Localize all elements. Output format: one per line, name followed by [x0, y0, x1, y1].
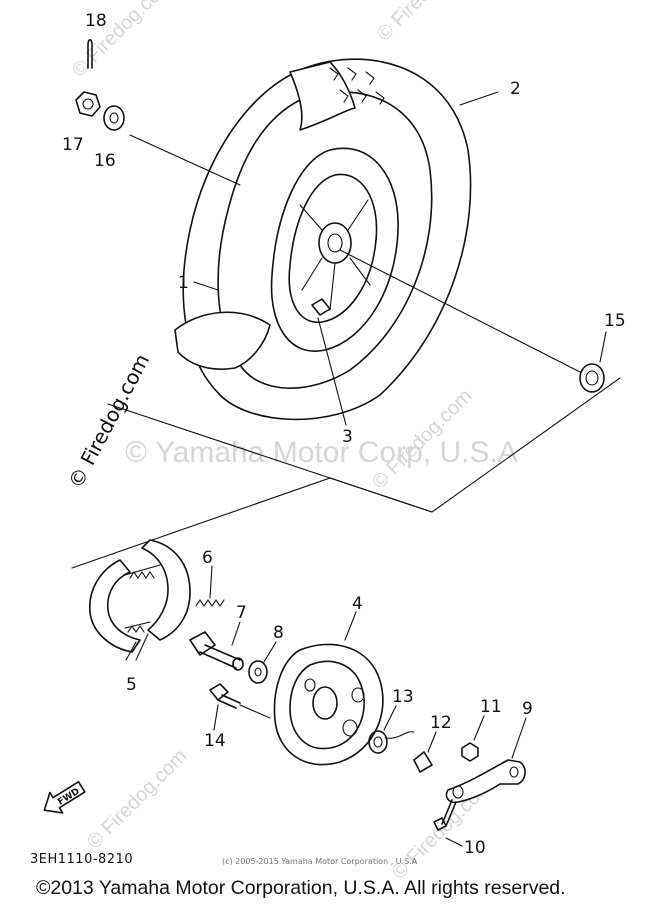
part-14-bolt	[209, 683, 271, 731]
part-6-spring	[195, 565, 225, 607]
part-5-brake-shoes	[89, 539, 191, 661]
axis-line-axle-right	[339, 249, 581, 373]
part-10-bolt	[433, 799, 463, 847]
brake-shoe-spring-upper	[124, 564, 161, 579]
footer-copyright: ©2013 Yamaha Motor Corporation, U.S.A. A…	[36, 877, 566, 899]
tire-cutaway-top	[289, 61, 356, 131]
wheel-rim	[270, 147, 399, 352]
callout-11: 11	[480, 697, 502, 717]
part-15-oil-seal	[579, 363, 605, 393]
assembly-bracket-lower	[71, 477, 433, 569]
part-13-return-spring	[368, 705, 415, 754]
callout-13: 13	[392, 687, 414, 707]
part-18-cotter-pin	[87, 38, 93, 69]
small-copyright: (c) 2005-2015 Yamaha Motor Corporation ,…	[222, 857, 418, 866]
watermark-yamaha: © Yamaha Motor Corp, U.S.A	[125, 436, 518, 469]
tire-sidewall	[217, 91, 433, 389]
watermark-firedog-bottom-left: © Firedog.com	[83, 745, 192, 854]
callout-8: 8	[273, 623, 284, 643]
wheel-hub-bore	[327, 233, 343, 253]
callout-15: 15	[604, 311, 626, 331]
part-7-brake-camshaft	[189, 621, 244, 671]
callout-10: 10	[464, 838, 486, 858]
watermark-firedog-left-dark: © Firedog.com	[63, 350, 154, 493]
callout-2: 2	[510, 79, 521, 99]
part-12-wear-indicator	[413, 731, 437, 773]
callout-9: 9	[522, 699, 533, 719]
tire-outline	[182, 58, 472, 421]
tire-tread-pattern	[329, 67, 385, 105]
wheel-rim-inner	[288, 173, 378, 323]
tire-cutaway-bottom	[174, 311, 271, 370]
part-17-axle-nut	[75, 91, 101, 117]
callout-12: 12	[430, 713, 452, 733]
callout-3: 3	[342, 427, 353, 447]
part-8-washer	[248, 641, 277, 684]
callout-5: 5	[126, 675, 137, 695]
callout-18: 18	[85, 11, 107, 31]
callout-1: 1	[178, 273, 189, 293]
callout-14: 14	[204, 731, 226, 751]
part-9-camshaft-lever	[445, 717, 527, 804]
callout-4: 4	[352, 594, 363, 614]
wheel-spokes	[299, 199, 371, 311]
callout-16: 16	[94, 151, 116, 171]
diagram-code: 3EH1110-8210	[30, 852, 134, 867]
wheel-hub	[318, 222, 352, 264]
forward-arrow: FWD	[43, 780, 86, 814]
axis-line-axle-upper	[129, 134, 241, 186]
callout-6: 6	[202, 548, 213, 568]
forward-arrow-label: FWD	[56, 787, 81, 808]
leader-2	[459, 91, 499, 106]
wheel-tire-assembly	[174, 58, 472, 421]
part-16-washer	[103, 105, 125, 131]
callout-17: 17	[62, 135, 84, 155]
callout-7: 7	[236, 603, 247, 623]
valve-stem	[311, 298, 331, 316]
leader-3	[317, 317, 347, 426]
leader-15	[599, 331, 607, 363]
part-11-nut	[461, 715, 485, 762]
watermark-firedog-top: © Firedog.com	[373, 0, 482, 46]
leader-1	[193, 281, 219, 291]
brake-shoe-spring-lower	[124, 621, 151, 633]
part-4-brake-shoe-plate	[273, 611, 384, 766]
